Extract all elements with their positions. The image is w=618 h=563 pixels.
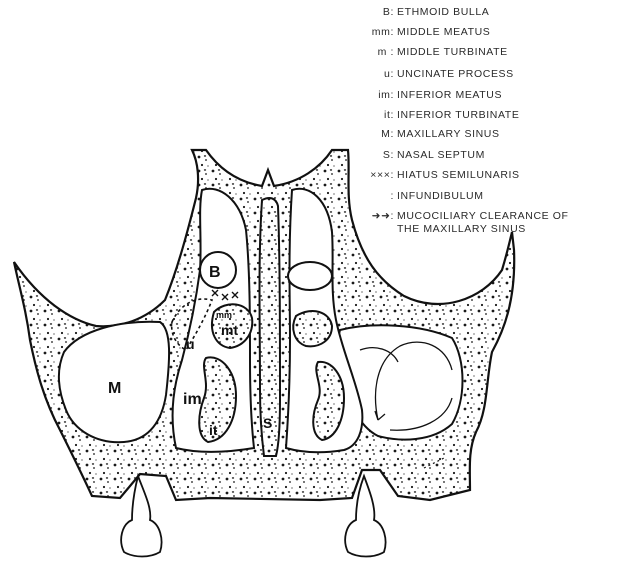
- label-mt: mt: [221, 322, 238, 338]
- label-u: u: [186, 336, 195, 352]
- right-ethmoid-bulla: [288, 262, 332, 290]
- label-im: im: [183, 391, 202, 408]
- label-S: S: [263, 415, 272, 431]
- label-B: B: [209, 264, 221, 281]
- right-middle-turbinate: [293, 311, 332, 346]
- label-mm: mm: [216, 310, 232, 320]
- label-M: M: [108, 380, 121, 397]
- label-it: it: [209, 422, 218, 438]
